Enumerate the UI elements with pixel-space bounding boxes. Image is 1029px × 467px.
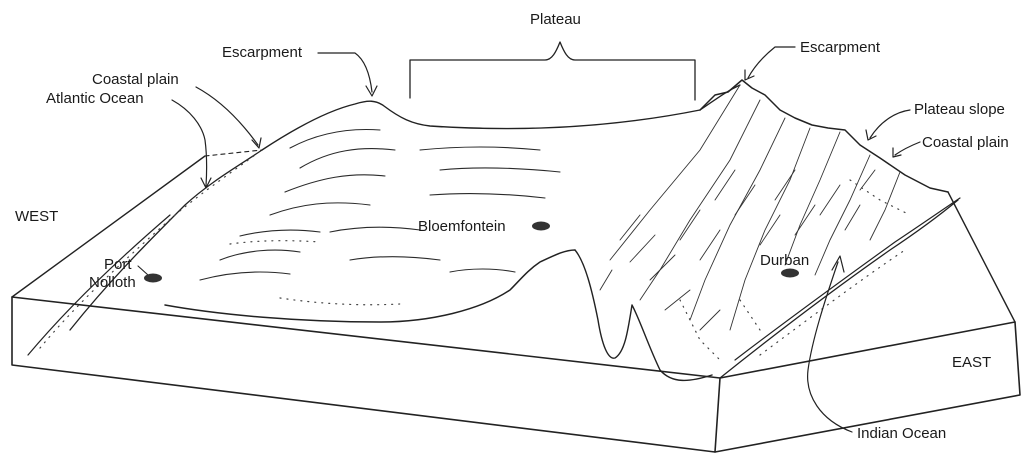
atlantic-ocean-label: Atlantic Ocean <box>46 90 144 107</box>
atlantic-leader <box>172 100 207 186</box>
plateau-brace <box>410 42 695 100</box>
west-beach-dots <box>40 155 255 348</box>
plateau-front-edge <box>165 250 575 322</box>
indian-ocean-label: Indian Ocean <box>857 425 946 442</box>
coastal-plain-west-label: Coastal plain <box>92 71 179 88</box>
escarpment-east-leader <box>748 47 795 78</box>
east-coast <box>720 198 960 378</box>
plateau-slope-label: Plateau slope <box>914 101 1005 118</box>
escarpment-west-label: Escarpment <box>222 44 303 61</box>
plateau-surface <box>165 85 740 322</box>
port-leader <box>138 266 148 275</box>
plateau-back-edge <box>700 85 740 110</box>
east-edge <box>948 192 1015 322</box>
block-base <box>12 156 1020 452</box>
port-label: Port <box>104 256 132 273</box>
west-label: WEST <box>15 208 58 225</box>
port-nolloth-marker <box>144 274 162 283</box>
escarpment-east-label: Escarpment <box>800 39 881 56</box>
plateau-label: Plateau <box>530 11 581 28</box>
east-label: EAST <box>952 354 991 371</box>
front-face <box>12 297 720 452</box>
eastern-mountains <box>575 80 948 380</box>
bloemfontein-label: Bloemfontein <box>418 218 506 235</box>
escarpment-west-leader <box>318 53 372 92</box>
label-connectors <box>138 42 920 432</box>
indian-ocean-leader <box>808 262 852 432</box>
atlantic-shoreline <box>70 150 262 330</box>
plateau-slope-leader <box>870 110 910 138</box>
durban-label: Durban <box>760 252 809 269</box>
west-coast <box>28 150 262 355</box>
durban-marker <box>781 269 799 278</box>
east-escarpment-crest <box>700 80 948 192</box>
indian-shoreline <box>720 200 958 378</box>
bloemfontein-marker <box>532 222 550 231</box>
coastal-plain-west-leader <box>196 87 258 145</box>
west-escarpment-crest <box>262 101 700 150</box>
coastal-plain-east-label: Coastal plain <box>922 134 1009 151</box>
coastal-plain-east-leader <box>895 142 920 155</box>
nolloth-label: Nolloth <box>89 274 136 291</box>
